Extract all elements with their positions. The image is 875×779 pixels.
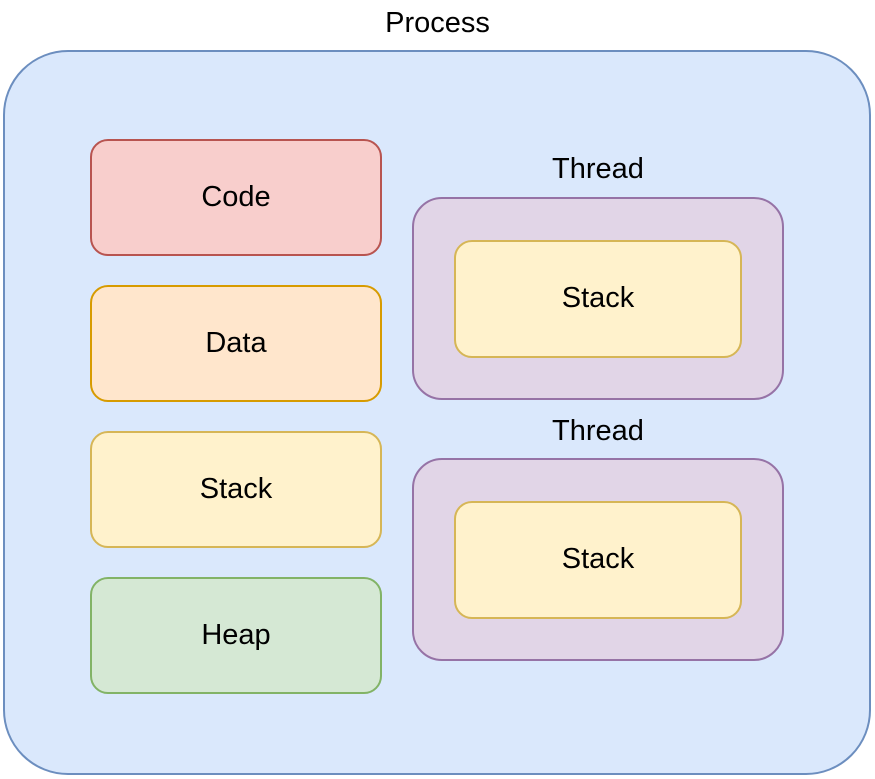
heap-label: Heap <box>201 619 271 651</box>
code-label: Code <box>201 181 271 213</box>
stack-box: Stack <box>90 431 382 548</box>
thread-1-box: Stack <box>412 197 784 400</box>
thread-1-label: Thread <box>552 153 644 185</box>
thread-2-label: Thread <box>552 415 644 447</box>
process-title: Process <box>385 7 490 39</box>
process-container-box: Code Data Stack Heap Thread Stack Thread… <box>3 50 871 775</box>
thread-2-stack-label: Stack <box>561 543 635 575</box>
data-label: Data <box>205 327 267 359</box>
stack-label: Stack <box>199 473 273 505</box>
thread-2-box: Stack <box>412 458 784 661</box>
thread-1-stack-box: Stack <box>454 239 742 358</box>
heap-box: Heap <box>90 577 382 694</box>
thread-2-stack-box: Stack <box>454 500 742 619</box>
thread-1-stack-label: Stack <box>561 282 635 314</box>
data-box: Data <box>90 285 382 402</box>
code-box: Code <box>90 139 382 256</box>
